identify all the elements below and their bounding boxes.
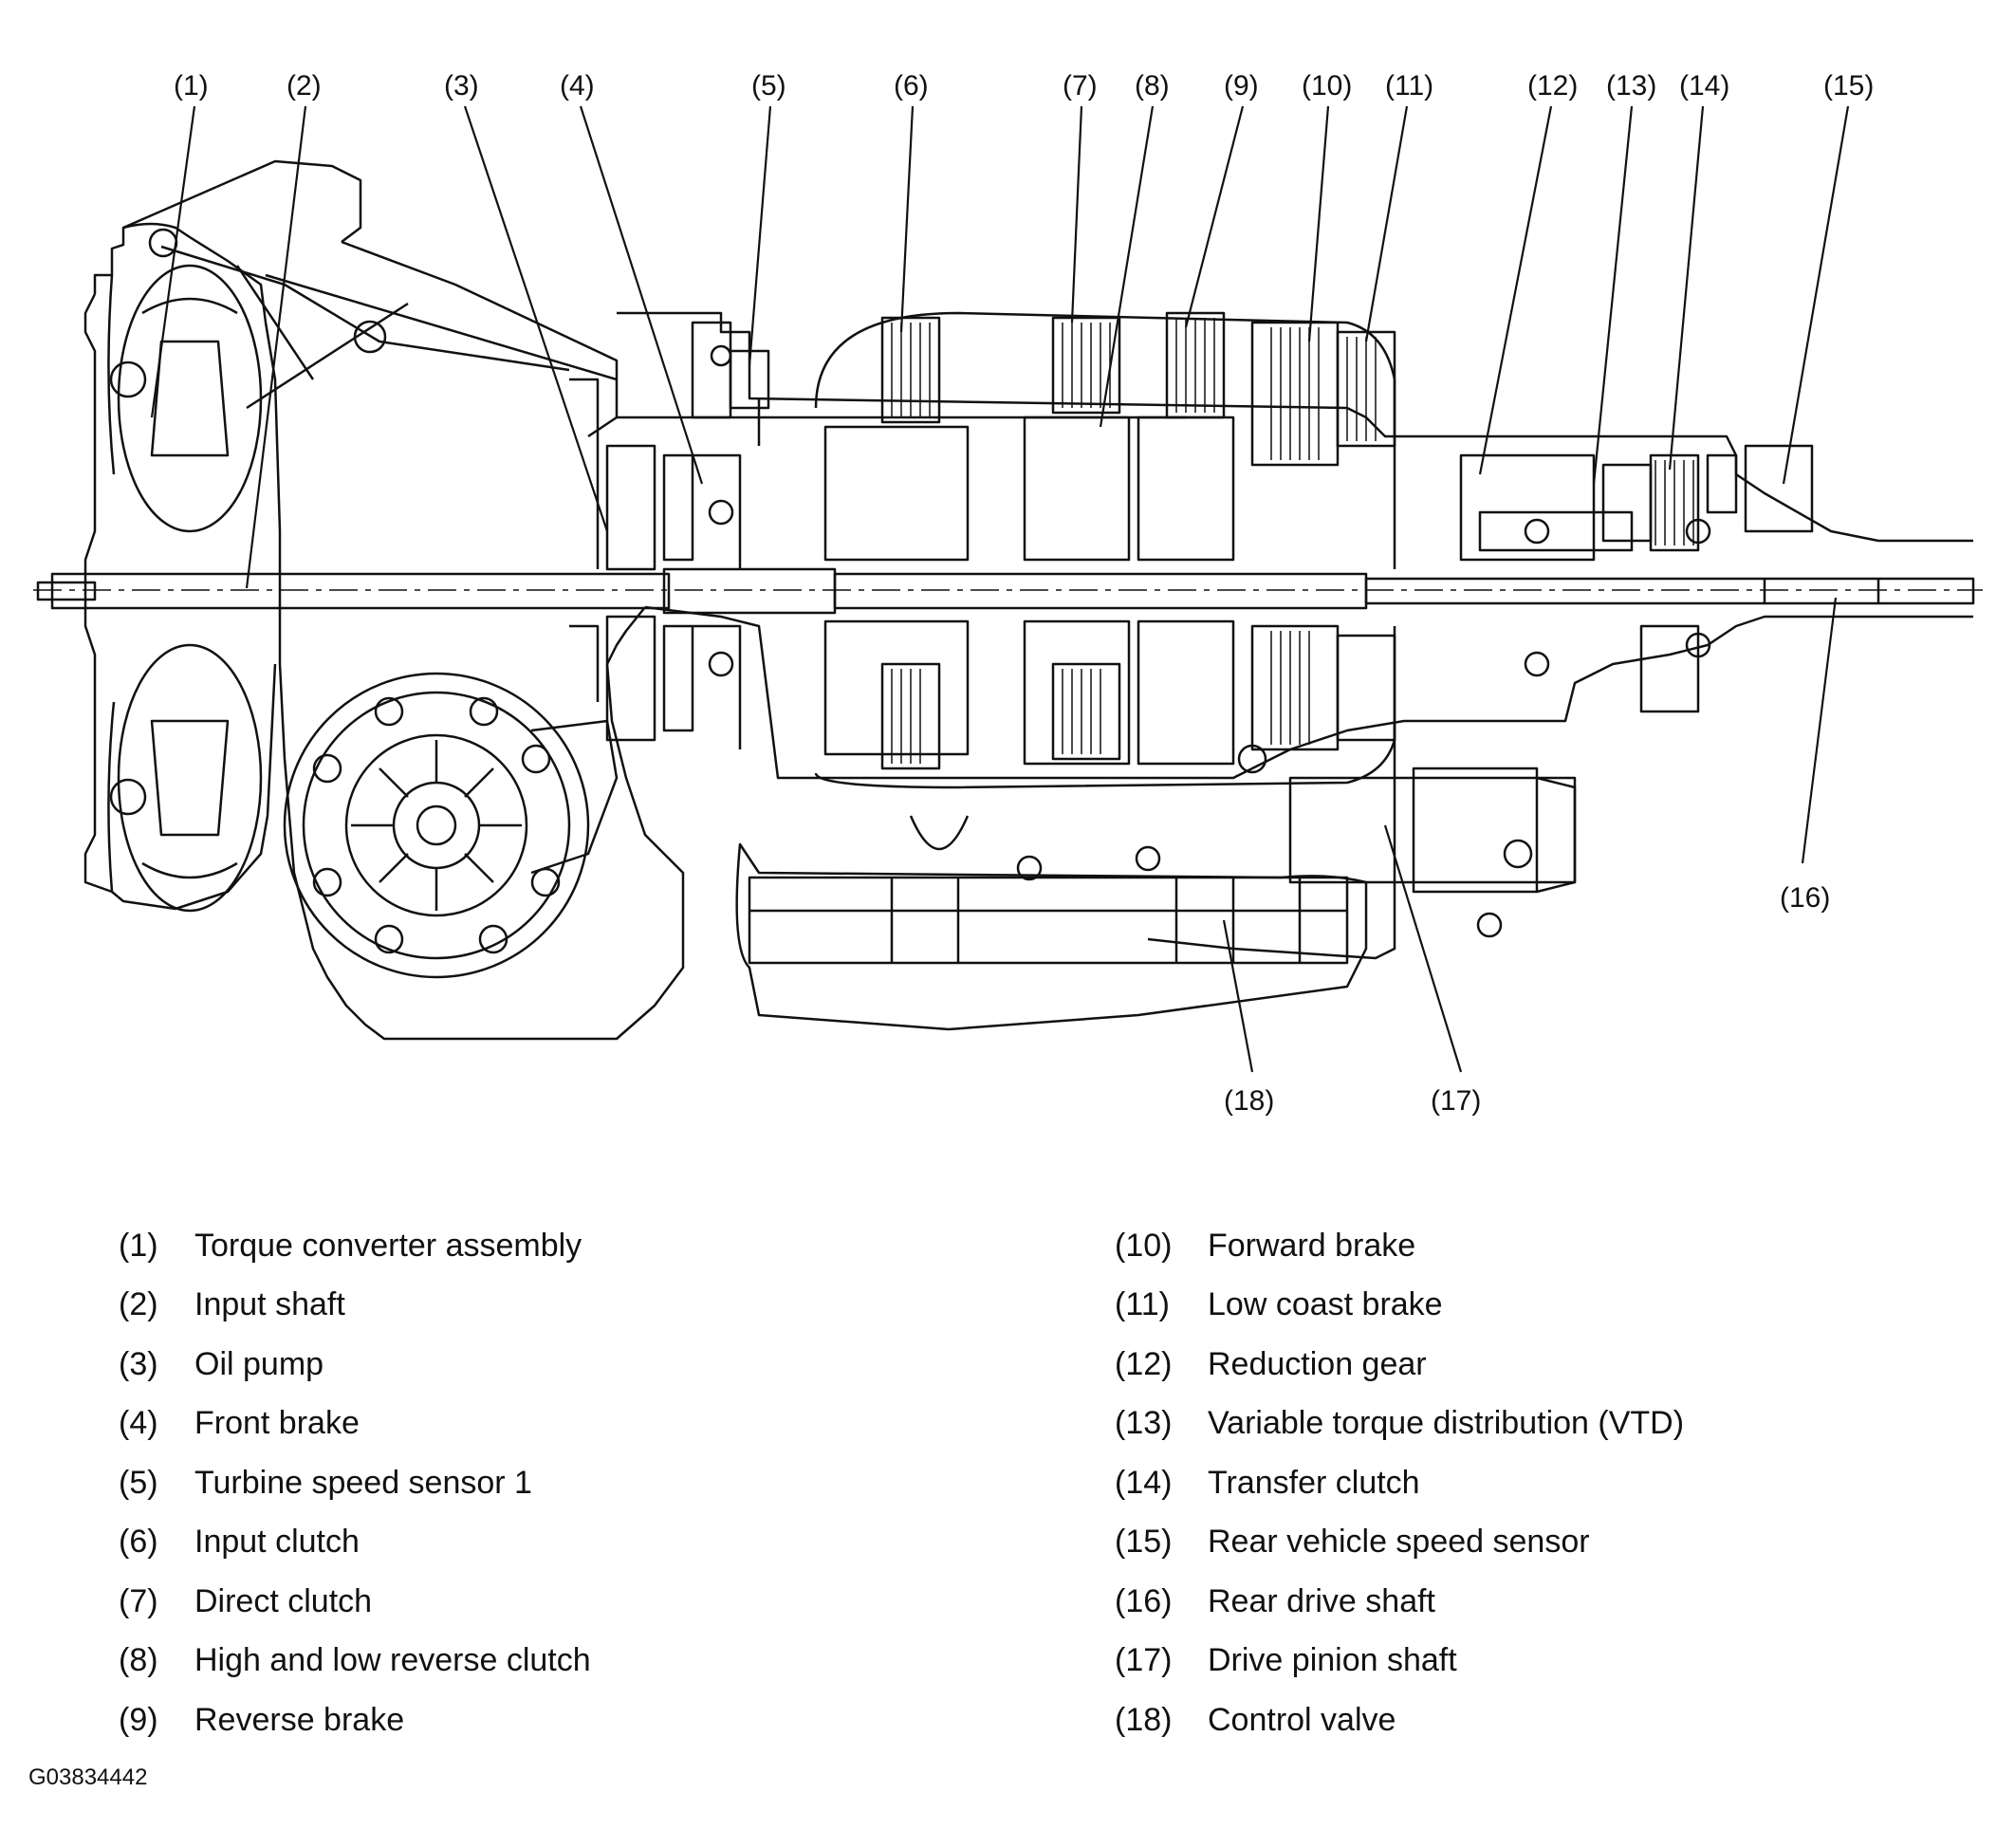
transmission-cutaway-diagram — [33, 105, 1983, 1073]
legend-label: Turbine speed sensor 1 — [194, 1465, 532, 1501]
figure-code: G03834442 — [28, 1765, 148, 1790]
legend-number: (18) — [1115, 1702, 1173, 1738]
callout-7: (7) — [1063, 70, 1098, 102]
reduction-gear — [1459, 453, 1596, 562]
converter-front-torus — [117, 264, 263, 533]
leader-lines — [150, 105, 1850, 1073]
legend-number: (8) — [119, 1642, 158, 1678]
callout-5: (5) — [751, 70, 786, 102]
callout-6: (6) — [894, 70, 929, 102]
legend-label: Forward brake — [1208, 1228, 1416, 1264]
legend-label: Transfer clutch — [1208, 1465, 1420, 1501]
rear-speed-sensor-body — [1744, 444, 1814, 533]
legend-label: Reduction gear — [1208, 1346, 1427, 1382]
main-shaft — [833, 572, 1368, 610]
legend-label: High and low reverse clutch — [194, 1642, 591, 1678]
legend-label: Control valve — [1208, 1702, 1396, 1738]
case-outline-lower — [644, 605, 1973, 780]
callout-3: (3) — [444, 70, 479, 102]
legend-label: Rear vehicle speed sensor — [1208, 1524, 1590, 1560]
ring-gear — [283, 672, 590, 979]
legend-label: Front brake — [194, 1405, 360, 1441]
legend-number: (3) — [119, 1346, 158, 1382]
callout-15: (15) — [1823, 70, 1875, 102]
legend-number: (1) — [119, 1228, 158, 1264]
legend-number: (16) — [1115, 1583, 1173, 1619]
converter-housing — [93, 222, 685, 1041]
legend-number: (7) — [119, 1583, 158, 1619]
callout-18: (18) — [1224, 1085, 1275, 1117]
legend-number: (14) — [1115, 1465, 1173, 1501]
legend-label: Input shaft — [194, 1286, 345, 1322]
legend-number: (5) — [119, 1465, 158, 1501]
legend-number: (11) — [1115, 1286, 1170, 1322]
legend-number: (13) — [1115, 1405, 1173, 1441]
callout-11: (11) — [1385, 70, 1434, 102]
legend-label: Reverse brake — [194, 1702, 405, 1738]
legend-label: Variable torque distribution (VTD) — [1208, 1405, 1685, 1441]
callout-17: (17) — [1431, 1085, 1482, 1117]
control-valve-body — [748, 876, 1349, 965]
callout-13: (13) — [1606, 70, 1657, 102]
callout-16: (16) — [1780, 882, 1831, 914]
legend-label: Oil pump — [194, 1346, 324, 1382]
callout-14: (14) — [1679, 70, 1730, 102]
legend-label: Drive pinion shaft — [1208, 1642, 1457, 1678]
legend-number: (15) — [1115, 1524, 1173, 1560]
legend-label: Direct clutch — [194, 1583, 373, 1619]
legend-label: Low coast brake — [1208, 1286, 1443, 1322]
turbine-sensor-body — [691, 321, 732, 419]
legend-number: (17) — [1115, 1642, 1173, 1678]
vtd-unit — [1601, 463, 1653, 543]
case-outline-upper — [617, 311, 1973, 543]
legend-number: (4) — [119, 1405, 158, 1441]
legend-label: Rear drive shaft — [1208, 1583, 1435, 1619]
legend-label: Torque converter assembly — [194, 1228, 582, 1264]
callout-12: (12) — [1527, 70, 1579, 102]
callout-9: (9) — [1224, 70, 1259, 102]
transfer-clutch — [1649, 453, 1700, 552]
drive-pinion-shaft — [1288, 776, 1577, 884]
legend-number: (10) — [1115, 1228, 1173, 1264]
callout-10: (10) — [1302, 70, 1353, 102]
ring-gear-bolts — [312, 696, 561, 954]
rear-drive-shaft — [1364, 577, 1975, 605]
legend-number: (6) — [119, 1524, 158, 1560]
legend-number: (12) — [1115, 1346, 1173, 1382]
legend-label: Input clutch — [194, 1524, 360, 1560]
oil-pan — [735, 842, 1368, 1031]
callout-4: (4) — [560, 70, 595, 102]
legend-number: (2) — [119, 1286, 158, 1322]
callout-1: (1) — [174, 70, 209, 102]
converter-rear-torus — [117, 643, 263, 913]
callout-2: (2) — [287, 70, 322, 102]
legend-number: (9) — [119, 1702, 158, 1738]
callout-8: (8) — [1135, 70, 1170, 102]
oil-pump-body — [605, 444, 656, 571]
input-shaft — [50, 572, 671, 610]
